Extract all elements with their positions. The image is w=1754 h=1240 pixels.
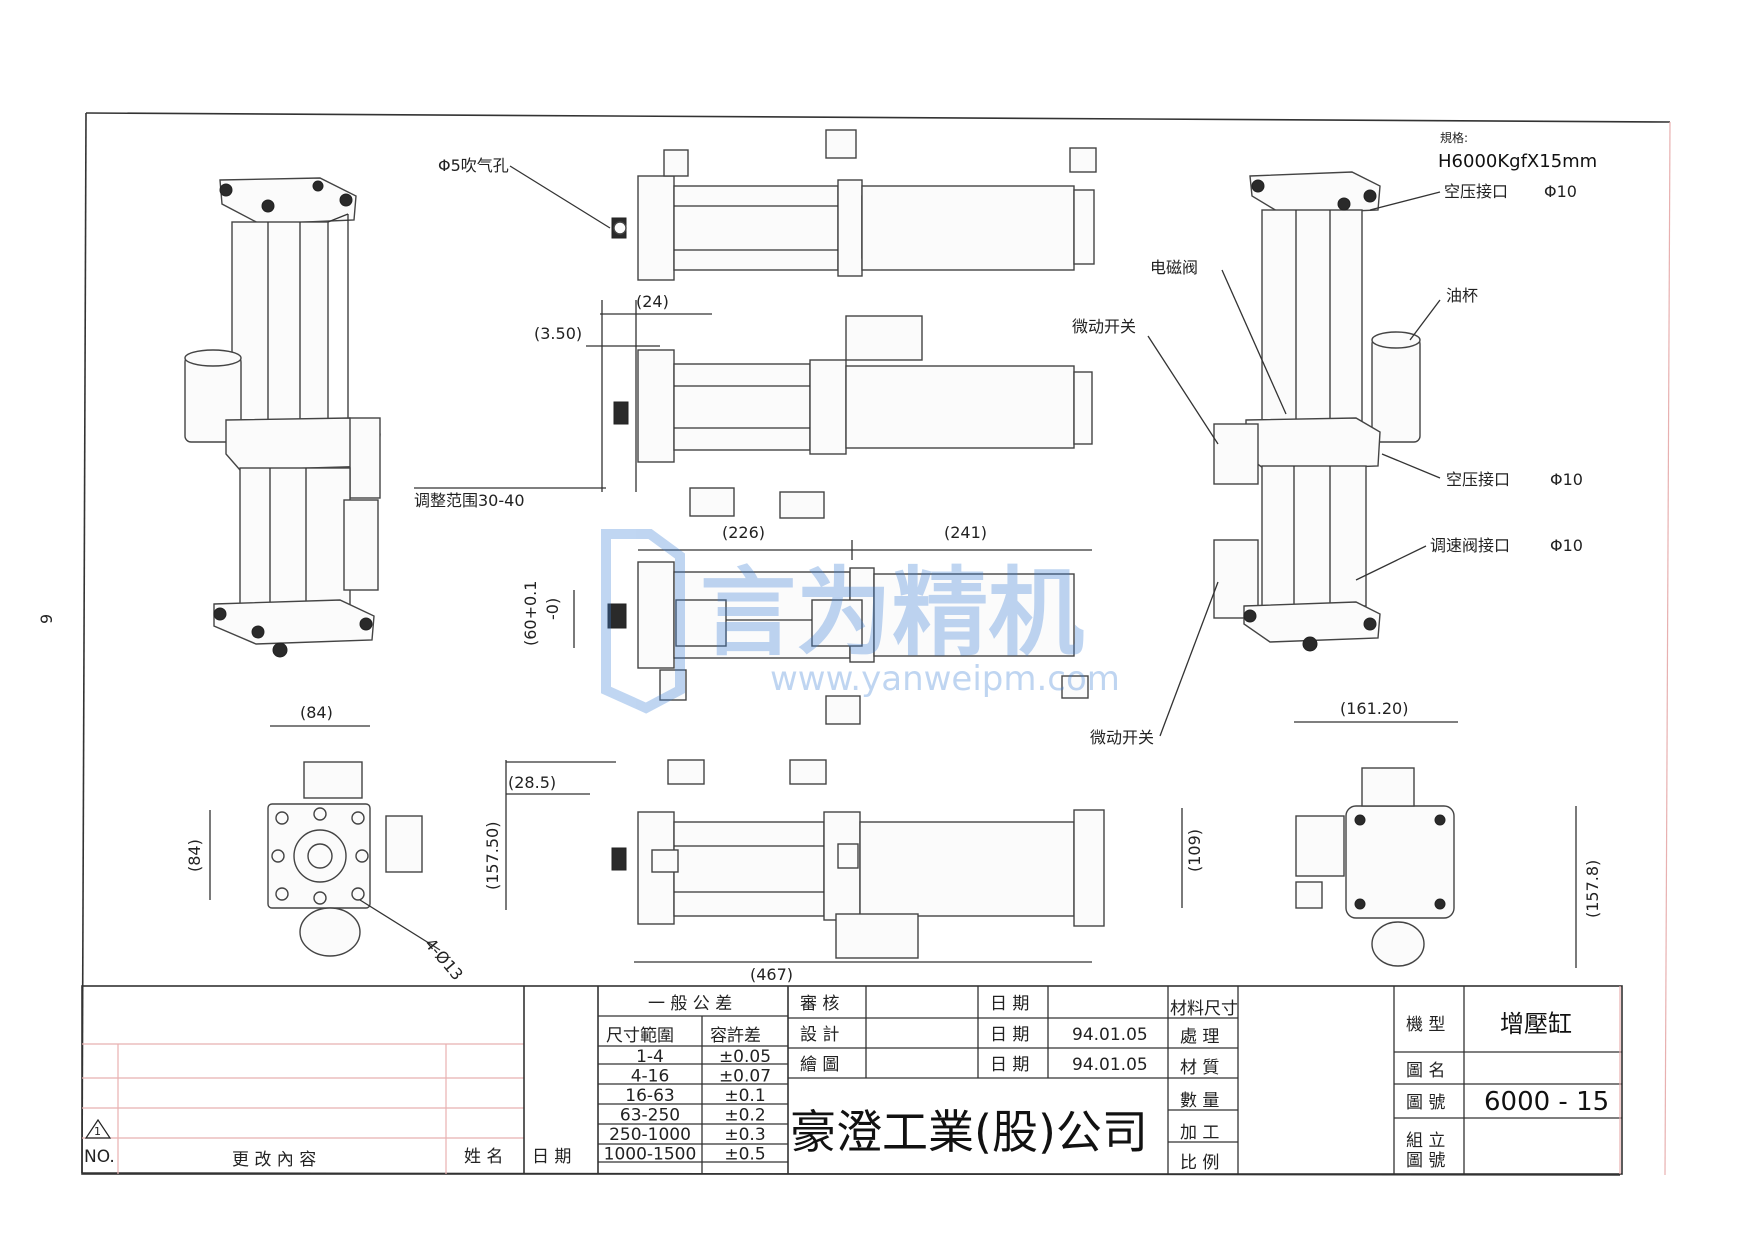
top-center-view [611, 129, 1097, 281]
leader-holes [359, 899, 441, 951]
tolerance-value-cell: ±0.07 [719, 1067, 771, 1087]
revision-no-label: NO. [84, 1147, 115, 1167]
machining-label: 加 工 [1180, 1123, 1219, 1143]
tolerance-col-tol: 容許差 [710, 1026, 761, 1046]
drawing-name-label: 圖 名 [1406, 1061, 1445, 1081]
assembly-label-1: 組 立 [1406, 1131, 1445, 1151]
dim-157-8: (157.8) [1583, 860, 1602, 918]
callout-micro-switch-upper: 微动开关 [1072, 317, 1136, 336]
leader-air-port-top [1369, 191, 1441, 211]
dim-60-lower: -0) [543, 598, 562, 620]
bottom-center-view [611, 759, 1105, 959]
tolerance-range-cell: 16-63 [625, 1086, 674, 1106]
drawing-date: 94.01.05 [1072, 1055, 1148, 1075]
treatment-label: 處 理 [1180, 1027, 1219, 1047]
left-isometric-view [184, 177, 381, 658]
design-date: 94.01.05 [1072, 1025, 1148, 1045]
callout-air-port-mid-size: Φ10 [1550, 470, 1583, 489]
review-date-label: 日 期 [990, 994, 1029, 1014]
revision-content-label: 更 改 內 容 [232, 1150, 316, 1170]
review-label: 審 核 [800, 994, 839, 1014]
page-number: 9 [37, 614, 56, 624]
dim-467: (467) [750, 965, 793, 984]
dim-60: (60+0.1 [521, 581, 540, 646]
dim-161-20: (161.20) [1340, 699, 1408, 718]
design-date-label: 日 期 [990, 1025, 1029, 1045]
tolerance-range-cell: 1000-1500 [604, 1145, 697, 1165]
leader-blow-hole [509, 165, 611, 229]
tolerance-table: 1-4 ±0.05 4-16 ±0.07 16-63 ±0.1 63-250 ±0.2 250-… [604, 1047, 771, 1165]
design-label: 設 計 [800, 1025, 839, 1045]
callout-speed-valve-port: 调速阀接口 [1430, 536, 1510, 555]
revision-symbol: 1 [94, 1125, 101, 1138]
assembly-label-2: 圖 號 [1406, 1151, 1445, 1171]
leader-micro-switch-lower [1159, 581, 1219, 737]
leader-oil-cup [1409, 299, 1441, 341]
spec-label: 規格: [1440, 130, 1468, 145]
dim-84-h: (84) [185, 839, 204, 872]
drawing-number-label: 圖 號 [1406, 1093, 1445, 1113]
callout-solenoid: 电磁阀 [1150, 258, 1198, 277]
spec-value: H6000KgfX15mm [1438, 151, 1597, 172]
dim-84-w: (84) [300, 703, 333, 722]
leader-solenoid [1221, 269, 1287, 415]
leader-speed-valve [1355, 545, 1427, 581]
drawing-date-label: 日 期 [990, 1055, 1029, 1075]
dim-holes: 4-Ø13 [421, 934, 467, 984]
right-isometric-view [1213, 171, 1421, 652]
dim-24: (24) [636, 292, 669, 311]
callout-speed-valve-size: Φ10 [1550, 536, 1583, 555]
callout-micro-switch-lower: 微动开关 [1090, 728, 1154, 747]
tolerance-col-range: 尺寸範圍 [606, 1026, 674, 1046]
end-view-left [267, 761, 423, 957]
model-value: 增壓缸 [1500, 1010, 1572, 1038]
callout-air-port-mid: 空压接口 [1446, 470, 1510, 489]
callout-air-port-top-size: Φ10 [1544, 182, 1577, 201]
drawing-number-value: 6000 - 15 [1484, 1087, 1609, 1117]
revision-name-label: 姓 名 [464, 1147, 503, 1167]
tolerance-value-cell: ±0.05 [719, 1047, 771, 1067]
watermark: 言为精机 www.yanweipm.com [601, 529, 1120, 714]
callout-air-port-top: 空压接口 [1444, 182, 1508, 201]
dim-157-50: (157.50) [483, 822, 502, 890]
company-name: 豪澄工業(股)公司 [790, 1105, 1148, 1159]
leader-micro-switch-upper [1147, 335, 1219, 445]
watermark-url: www.yanweipm.com [770, 659, 1120, 699]
dim-226: (226) [722, 523, 765, 542]
dim-28-5: (28.5) [508, 773, 556, 792]
drawing-label: 繪 圖 [800, 1055, 839, 1075]
dim-241: (241) [944, 523, 987, 542]
tolerance-range-cell: 63-250 [620, 1106, 680, 1126]
tolerance-value-cell: ±0.5 [724, 1145, 765, 1165]
tolerance-range-cell: 4-16 [631, 1067, 670, 1087]
callout-adjust-range: 调整范围30-40 [414, 491, 525, 510]
model-label: 機 型 [1406, 1015, 1445, 1035]
frame-right-pink [1664, 121, 1671, 1176]
callout-blow-hole: Φ5吹气孔 [438, 156, 509, 175]
material-size-label: 材料尺寸 [1170, 999, 1238, 1019]
revision-triangle-icon [84, 1118, 112, 1139]
watermark-logo [601, 529, 685, 714]
middle-center-view [613, 315, 1093, 519]
scale-label: 比 例 [1180, 1153, 1219, 1173]
dim-3-50: (3.50) [534, 324, 582, 343]
tolerance-value-cell: ±0.3 [724, 1125, 765, 1145]
revision-date-label: 日 期 [532, 1147, 571, 1167]
material-label: 材 質 [1180, 1058, 1219, 1078]
frame-top [85, 112, 1671, 123]
front-center-view [607, 561, 1089, 725]
quantity-label: 數 量 [1180, 1091, 1219, 1111]
tolerance-value-cell: ±0.2 [724, 1106, 765, 1126]
callout-oil-cup: 油杯 [1446, 286, 1478, 305]
title-block [81, 985, 1623, 1175]
leader-air-port-mid [1381, 453, 1441, 479]
tolerance-range-cell: 250-1000 [609, 1125, 691, 1145]
tolerance-title: 一 般 公 差 [648, 994, 732, 1014]
dim-109: (109) [1185, 829, 1204, 872]
tolerance-range-cell: 1-4 [636, 1047, 664, 1067]
end-view-right [1295, 767, 1455, 967]
watermark-brand: 言为精机 [700, 557, 1084, 669]
tolerance-value-cell: ±0.1 [724, 1086, 765, 1106]
